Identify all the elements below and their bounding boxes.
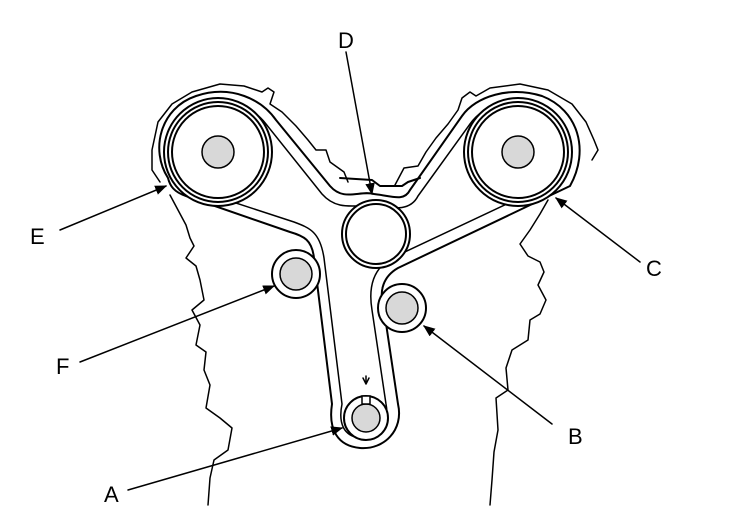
label-a: A <box>104 482 119 507</box>
label-c: C <box>646 256 662 281</box>
label-d: D <box>338 28 354 53</box>
labels: D E C F B A <box>30 28 662 507</box>
label-f: F <box>56 354 69 379</box>
crank-pointer-mark <box>362 375 370 385</box>
water-pump-pulley <box>341 199 411 269</box>
crankshaft-pulley <box>343 375 389 441</box>
leader-c <box>555 197 641 263</box>
label-b: B <box>568 424 583 449</box>
leader-f <box>79 285 276 363</box>
leader-a <box>127 426 344 491</box>
label-e: E <box>30 224 45 249</box>
right-camshaft-pulley <box>463 97 573 207</box>
idler-pulley-b <box>377 283 427 333</box>
crank-key-mark <box>361 395 371 405</box>
leader-d <box>345 51 375 196</box>
idler-pulley-f <box>271 249 321 299</box>
leader-e <box>59 185 168 231</box>
left-camshaft-pulley <box>163 97 273 207</box>
leader-lines <box>59 51 641 491</box>
engine-block-outline <box>151 83 599 506</box>
leader-b <box>423 325 553 425</box>
